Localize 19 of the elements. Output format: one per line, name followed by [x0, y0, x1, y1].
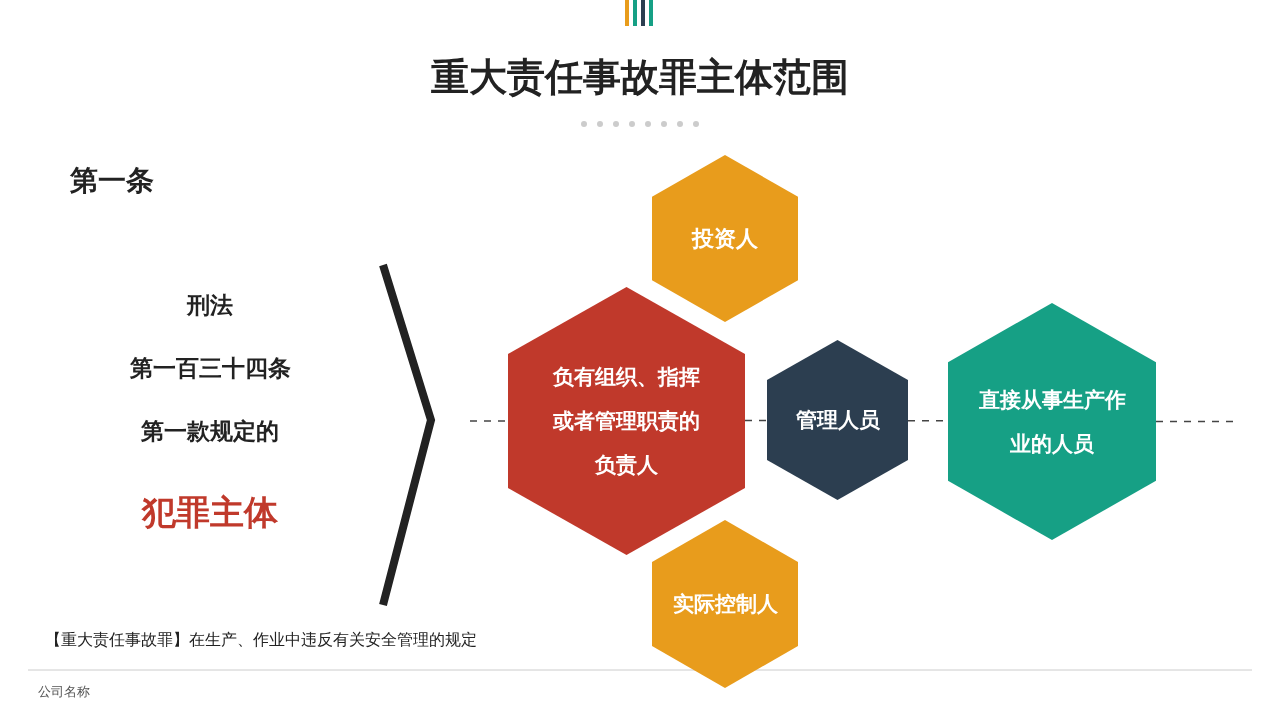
node-label: 负有组织、指挥或者管理职责的负责人 — [552, 363, 701, 480]
hexagon-node — [652, 155, 798, 322]
heading: 第一条 — [70, 163, 154, 199]
note-text: 【重大责任事故罪】在生产、作业中违反有关安全管理的规定 — [45, 630, 477, 651]
hexagon-node — [948, 303, 1156, 540]
node-label: 投资人 — [690, 224, 759, 253]
node-label: 直接从事生产作业的人员 — [977, 386, 1127, 458]
label-text: 第一款规定的 — [140, 417, 280, 446]
hexagon-node — [508, 287, 745, 555]
node-label: 实际控制人 — [671, 590, 779, 618]
hexagon-node — [767, 340, 908, 500]
label-text: 刑法 — [186, 291, 234, 320]
label-text: 第一百三十四条 — [128, 354, 292, 383]
footer-text: 公司名称 — [38, 683, 90, 701]
title: 重大责任事故罪主体范围 — [430, 54, 850, 101]
node-label: 管理人员 — [794, 406, 881, 434]
dashed-connector — [744, 419, 768, 422]
hexagon-node — [652, 520, 798, 688]
highlight-text: 犯罪主体 — [140, 491, 279, 534]
